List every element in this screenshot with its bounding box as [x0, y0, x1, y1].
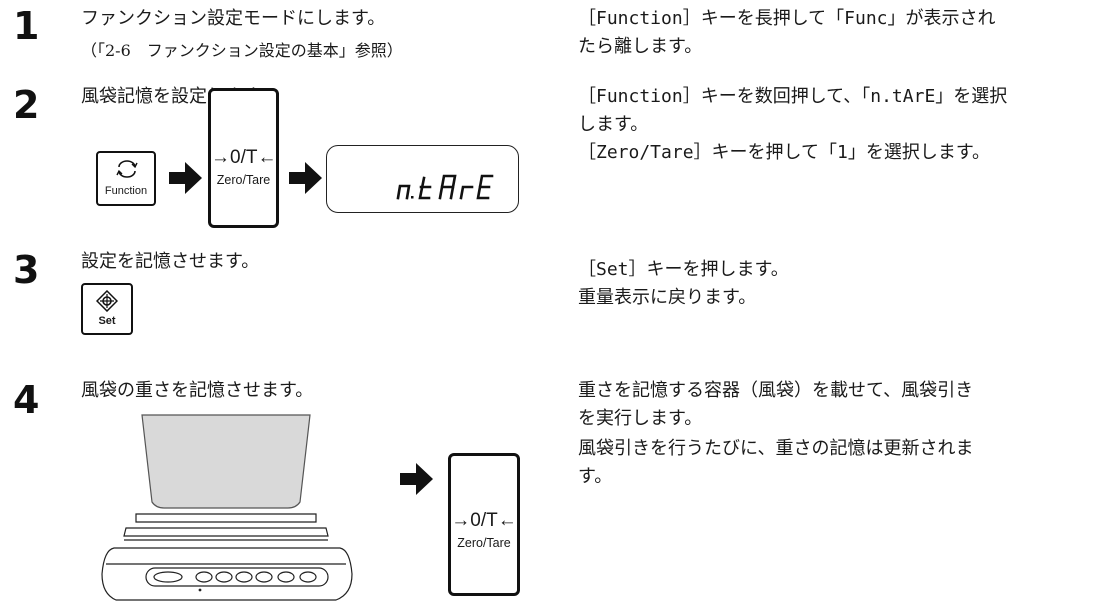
step-3-title: 設定を記憶させます。 [81, 251, 260, 272]
display-segment-text [396, 174, 494, 200]
zero-tare-key-step4[interactable]: →0/T← Zero/Tare [448, 453, 520, 596]
set-key[interactable]: Set [81, 283, 133, 335]
arrow-right-icon [289, 162, 322, 194]
zero-tare-key-label: Zero/Tare [216, 173, 271, 187]
step-2-instruction-line-1: ［Function］キーを数回押して、「n.tArE」を選択 [578, 86, 1008, 107]
zero-tare-key[interactable]: →0/T← Zero/Tare [208, 88, 279, 228]
zero-tare-key-symbol: →0/T← [451, 510, 517, 531]
step-1-number: 1 [13, 4, 40, 48]
function-key-label: Function [104, 185, 148, 197]
step-3-number: 3 [13, 248, 40, 292]
step-1-instruction-line-2: たら離します。 [578, 36, 703, 57]
set-target-icon [96, 290, 118, 312]
step-2-number: 2 [13, 83, 40, 127]
arrow-right-icon [169, 162, 202, 194]
step-1-title: ファンクション設定モードにします。 [81, 8, 386, 29]
step-2-instruction-line-2: します。 [578, 114, 649, 135]
zero-tare-key-symbol: →0/T← [211, 147, 277, 168]
step-3-instruction-line-2: 重量表示に戻ります。 [578, 287, 757, 308]
balance-scale-icon [101, 414, 353, 601]
step-4-instruction-line-3: 風袋引きを行うたびに、重さの記憶は更新されま [578, 438, 974, 459]
balance-display [326, 145, 519, 213]
step-4-instruction-line-1: 重さを記憶する容器（風袋）を載せて、風袋引き [578, 380, 974, 401]
step-4-instruction-line-2: を実行します。 [578, 408, 703, 429]
zero-tare-key-label: Zero/Tare [457, 536, 511, 550]
step-1-reference: （「2-6 ファンクション設定の基本」参照） [81, 41, 403, 60]
arrow-right-icon [400, 463, 433, 495]
step-2-instruction-line-3: ［Zero/Tare］キーを押して「1」を選択します。 [578, 142, 991, 163]
step-3-instruction-line-1: ［Set］キーを押します。 [578, 259, 789, 280]
step-4-title: 風袋の重さを記憶させます。 [81, 380, 314, 401]
step-1-instruction-line-1: ［Function］キーを長押して「Func」が表示され [578, 8, 996, 29]
step-4-number: 4 [13, 378, 40, 422]
function-cycle-icon [116, 160, 138, 178]
set-key-label: Set [98, 315, 116, 327]
step-4-instruction-line-4: す。 [578, 466, 613, 487]
function-key[interactable]: Function [96, 151, 156, 206]
